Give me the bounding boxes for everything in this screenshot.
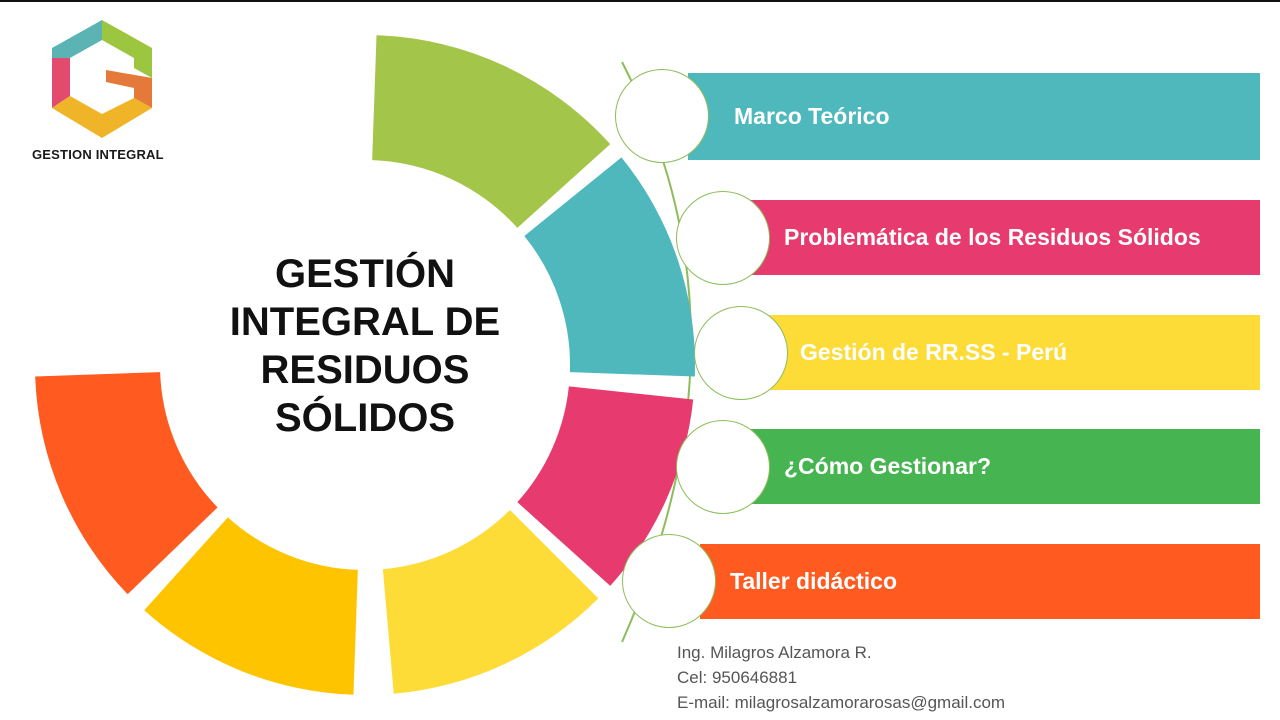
menu-item-problematica[interactable]: Problemática de los Residuos Sólidos [750, 200, 1260, 275]
logo-label: GESTION INTEGRAL [32, 147, 164, 162]
menu-circle-marker [694, 306, 788, 400]
logo-face-yellow [52, 96, 152, 138]
logo-face-orange [106, 70, 152, 108]
title-line: INTEGRAL DE [229, 300, 501, 344]
menu-item-marco-teorico[interactable]: Marco Teórico [688, 73, 1260, 160]
menu-circle-marker [615, 69, 709, 163]
top-rule [0, 0, 1280, 2]
menu-item-label: Marco Teórico [734, 103, 890, 129]
logo-face-green [102, 20, 152, 78]
menu-item-como-gestionar[interactable]: ¿Cómo Gestionar? [750, 429, 1260, 504]
menu-item-gestion-peru[interactable]: Gestión de RR.SS - Perú [768, 315, 1260, 390]
menu-item-label: Problemática de los Residuos Sólidos [784, 224, 1201, 250]
menu-item-label: Taller didáctico [730, 568, 898, 594]
menu-item-label: Gestión de RR.SS - Perú [800, 339, 1068, 365]
ring-segment [524, 157, 695, 377]
menu-circle-marker [676, 191, 770, 285]
ring-segment [144, 517, 358, 695]
logo-face-pink [52, 58, 70, 108]
logo-face-teal [52, 20, 102, 58]
menu-item-taller-didactico[interactable]: Taller didáctico [700, 544, 1260, 619]
contact-info: Ing. Milagros Alzamora R. Cel: 950646881… [677, 640, 1005, 715]
ring-segment [372, 35, 611, 228]
menu-circle-marker [676, 420, 770, 514]
menu-item-label: ¿Cómo Gestionar? [784, 453, 992, 479]
title-line: SÓLIDOS [274, 396, 456, 440]
ring-segment [382, 509, 599, 694]
menu-circle-marker [622, 534, 716, 628]
title-line: GESTIÓN [274, 252, 456, 296]
contact-name: Ing. Milagros Alzamora R. [677, 643, 872, 662]
contact-phone: Cel: 950646881 [677, 668, 798, 687]
page-title: GESTIÓN INTEGRAL DE RESIDUOS SÓLIDOS [200, 250, 530, 442]
title-line: RESIDUOS [260, 348, 470, 392]
ring-segment [517, 386, 694, 586]
gestion-integral-logo-icon [52, 20, 152, 138]
contact-email: E-mail: milagrosalzamorarosas@gmail.com [677, 693, 1006, 712]
ring-segment [35, 372, 218, 595]
